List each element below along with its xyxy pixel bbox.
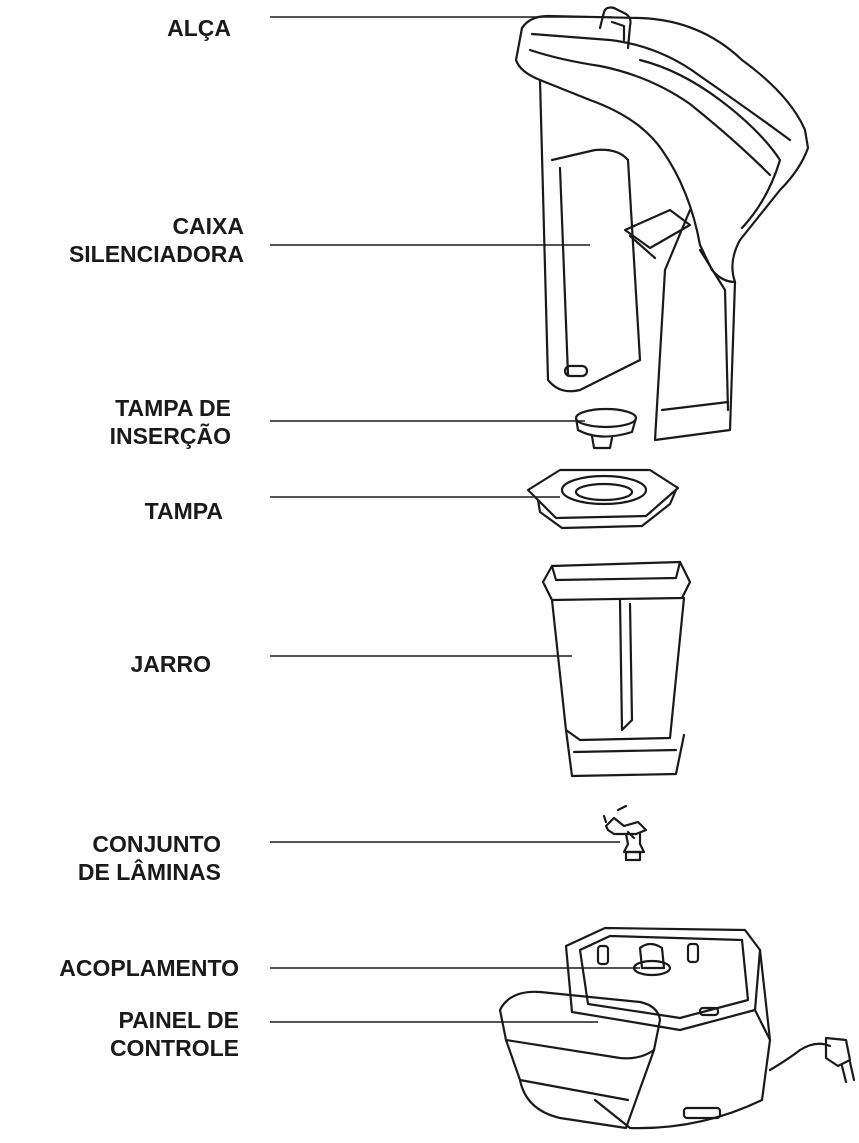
sound-enclosure-shape: [514, 6, 810, 442]
label-blade-assembly: CONJUNTO DE LÂMINAS: [78, 830, 221, 886]
label-control-panel-line2: CONTROLE: [109, 1035, 239, 1061]
handle-shape: [598, 6, 632, 50]
label-blade-assembly-line2: DE LÂMINAS: [77, 859, 221, 885]
label-sound-enclosure-line1: CAIXA: [172, 213, 244, 239]
leader-lines: [270, 16, 640, 1023]
label-control-panel: PAINEL DE CONTROLE: [110, 1006, 239, 1062]
jar-shape: [541, 560, 692, 778]
label-insert-cap: TAMPA DE INSERÇÃO: [110, 394, 231, 450]
base-shape: [498, 926, 856, 1130]
insert-cap-shape: [574, 407, 638, 450]
label-handle: ALÇA: [167, 14, 231, 42]
label-sound-enclosure-line2: SILENCIADORA: [68, 241, 244, 267]
label-insert-cap-line1: TAMPA DE: [115, 395, 231, 421]
label-insert-cap-line2: INSERÇÃO: [109, 423, 231, 449]
label-lid: TAMPA: [145, 497, 223, 525]
label-blade-assembly-line1: CONJUNTO: [92, 831, 221, 857]
blade-assembly-shape: [602, 804, 648, 862]
label-sound-enclosure: CAIXA SILENCIADORA: [69, 212, 244, 268]
label-coupling: ACOPLAMENTO: [59, 954, 239, 982]
label-coupling-line: ACOPLAMENTO: [59, 955, 239, 981]
label-control-panel-line1: PAINEL DE: [118, 1007, 239, 1033]
label-jar-line: JARRO: [130, 651, 211, 677]
label-lid-line: TAMPA: [144, 498, 223, 524]
lid-shape: [526, 468, 680, 530]
label-jar: JARRO: [130, 650, 211, 678]
label-handle-line: ALÇA: [167, 15, 231, 41]
